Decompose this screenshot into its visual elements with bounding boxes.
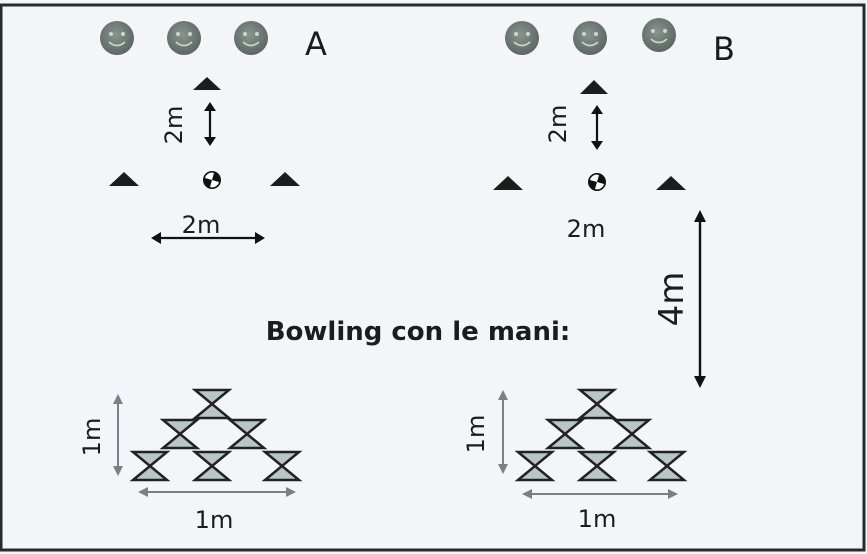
pins-width-label: 1m [195,506,234,534]
ball-icon [203,171,221,189]
group-b-label: B [713,30,735,68]
pins-distance-arrow [694,210,706,388]
distance-label-side: 2m [182,211,221,239]
vertical-distance-arrow [204,102,216,146]
vertical-distance-arrow [591,105,603,150]
player-icon [166,20,202,56]
pin-formation-a: 1m 1m [78,388,301,534]
group-a-label: A [305,25,327,63]
cone-icon [493,176,523,190]
pins-height-label: 1m [78,418,106,457]
ball-icon [588,173,606,191]
horizontal-distance-arrow [151,232,265,244]
distance-label-front: 2m [544,105,572,144]
cone-icon [270,172,300,186]
cone-icon [193,77,221,90]
player-icon [572,20,608,56]
player-icon [233,20,269,56]
pins-height-arrow [113,394,123,476]
pins-width-label: 1m [578,505,617,533]
cone-icon [109,172,139,186]
distance-label-front: 2m [160,106,188,145]
bowling-title: Bowling con le mani: [266,317,571,347]
frame-border [0,3,866,552]
cone-icon [656,176,686,190]
player-icon [99,20,135,56]
cone-icon [580,80,608,94]
pins-width-arrow [138,487,296,497]
pins-width-arrow [522,489,678,499]
group-a: A 2m 2m [99,20,327,244]
pins-height-arrow [498,390,508,474]
pin-formation-b: 1m 1m [462,388,686,533]
group-b: B 2m 2m 4m [493,17,735,388]
player-icon [641,17,677,53]
distance-label-pins: 4m [652,272,692,327]
player-icon [504,20,540,56]
distance-label-side: 2m [567,215,606,243]
pins-height-label: 1m [462,415,490,454]
